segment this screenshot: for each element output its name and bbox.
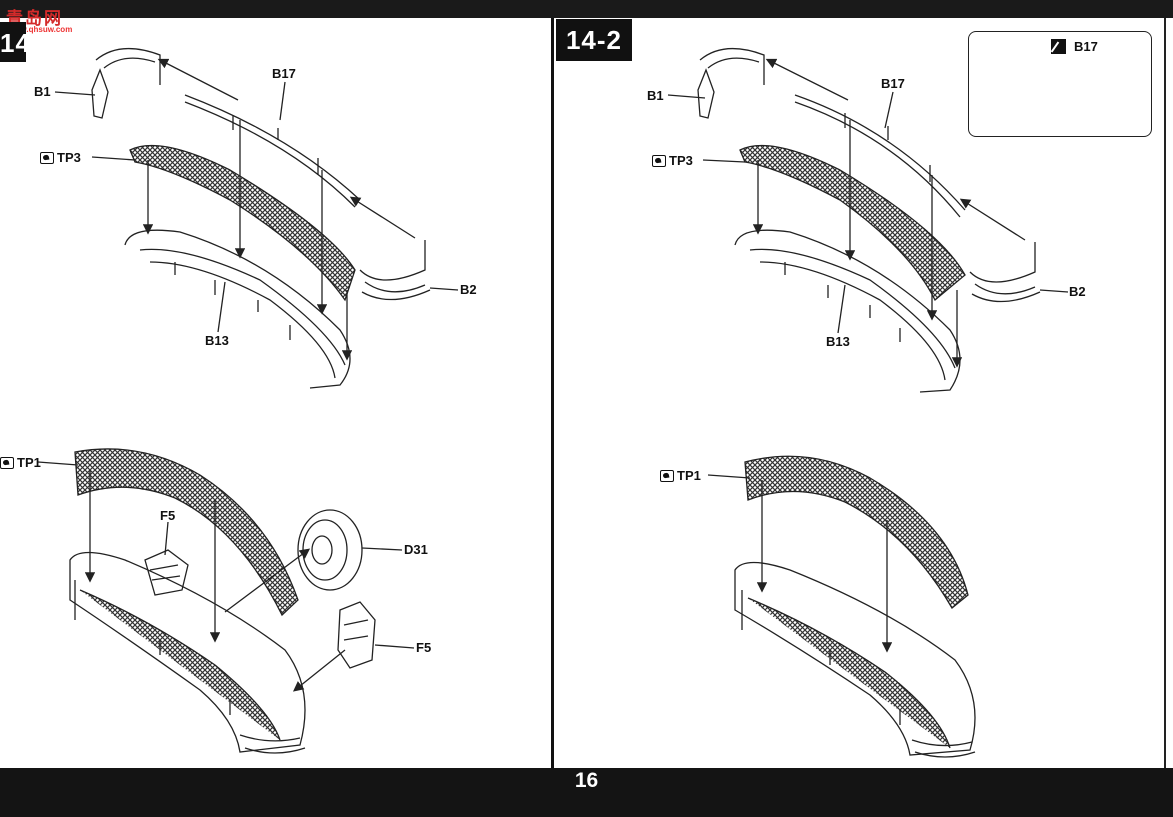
label-b2-left: B2 — [460, 282, 477, 297]
leader-b13-left — [217, 281, 226, 333]
label-tp3-right-text: TP3 — [669, 153, 693, 168]
leader-b2-left — [429, 287, 459, 291]
step-badge-14-2: 14-2 — [556, 19, 632, 61]
leader-b1-left — [54, 91, 96, 96]
top-bar — [0, 0, 1173, 18]
part-tub-left — [69, 551, 306, 754]
leader-b17-right — [884, 91, 894, 129]
label-tp1-left-text: TP1 — [17, 455, 41, 470]
tape-icon — [660, 470, 674, 482]
label-f5-top-left: F5 — [160, 508, 176, 523]
inset-label: B17 — [1051, 39, 1098, 54]
label-b1-right: B1 — [647, 88, 664, 103]
part-f5-right-left — [337, 601, 376, 669]
part-tp3-mesh-right — [739, 144, 966, 302]
part-tub-right — [734, 561, 976, 758]
part-d31-left — [297, 509, 363, 591]
leader-b13-right — [837, 284, 846, 334]
label-tp1-right-text: TP1 — [677, 468, 701, 483]
label-b17-right: B17 — [881, 76, 905, 91]
leader-tp3-left — [91, 156, 136, 161]
cut-icon — [1051, 39, 1066, 54]
label-tp1-left: TP1 — [0, 456, 41, 470]
label-b2-right: B2 — [1069, 284, 1086, 299]
part-b1-left — [91, 47, 161, 119]
part-tp3-mesh-left — [129, 144, 356, 302]
leader-b1-right — [667, 94, 706, 99]
part-b17-right — [794, 94, 966, 218]
label-f5-right-left: F5 — [416, 640, 432, 655]
leader-tp1-left — [37, 461, 79, 466]
right-top-assembly — [667, 47, 1069, 393]
page-number: 16 — [574, 769, 599, 792]
inset-detail-box: B17 — [968, 31, 1152, 137]
label-b13-right: B13 — [826, 334, 850, 349]
leader-tp3-right — [702, 159, 746, 163]
label-b1-left: B1 — [34, 84, 51, 99]
tape-icon — [40, 152, 54, 164]
left-bottom-assembly — [37, 448, 415, 754]
inset-label-text: B17 — [1074, 39, 1098, 54]
part-f5-top-left — [144, 549, 189, 596]
arrow-b2-b17-left — [349, 196, 416, 239]
step-badge-14-1: 14-1 — [0, 22, 26, 62]
label-tp3-left-text: TP3 — [57, 150, 81, 165]
label-tp1-right: TP1 — [660, 469, 701, 483]
page-frame-right — [1164, 18, 1166, 768]
bottom-bar — [0, 768, 1173, 817]
part-tp1-mesh-right — [744, 455, 969, 609]
arrow-b1-b17-right — [765, 58, 849, 101]
part-b1-right — [697, 47, 765, 119]
part-b2-left — [359, 240, 431, 301]
arrow-b2-b17-right — [959, 198, 1026, 241]
arrow-f5-left — [292, 649, 346, 692]
leader-f5-right-left — [374, 644, 415, 649]
leader-f5-top-left — [164, 521, 169, 556]
leader-b17-left — [279, 81, 286, 121]
part-tp1-mesh-left — [74, 448, 299, 617]
label-b17-left: B17 — [272, 66, 296, 81]
label-tp3-right: TP3 — [652, 154, 693, 168]
right-bottom-assembly — [707, 455, 976, 758]
arrow-d31-left — [224, 548, 311, 613]
part-b2-right — [969, 242, 1041, 303]
leader-d31-left — [361, 547, 403, 551]
arrow-b1-b17-left — [157, 58, 239, 101]
logo-url: www.qhsuw.com — [8, 25, 73, 34]
page-divider — [551, 18, 554, 768]
leader-b2-right — [1039, 289, 1069, 293]
part-b17-left — [184, 94, 361, 208]
leader-tp1-right — [707, 474, 751, 479]
label-d31-left: D31 — [404, 542, 428, 557]
label-b13-left: B13 — [205, 333, 229, 348]
left-top-assembly — [54, 47, 459, 389]
tape-icon — [652, 155, 666, 167]
label-tp3-left: TP3 — [40, 151, 81, 165]
tape-icon — [0, 457, 14, 469]
